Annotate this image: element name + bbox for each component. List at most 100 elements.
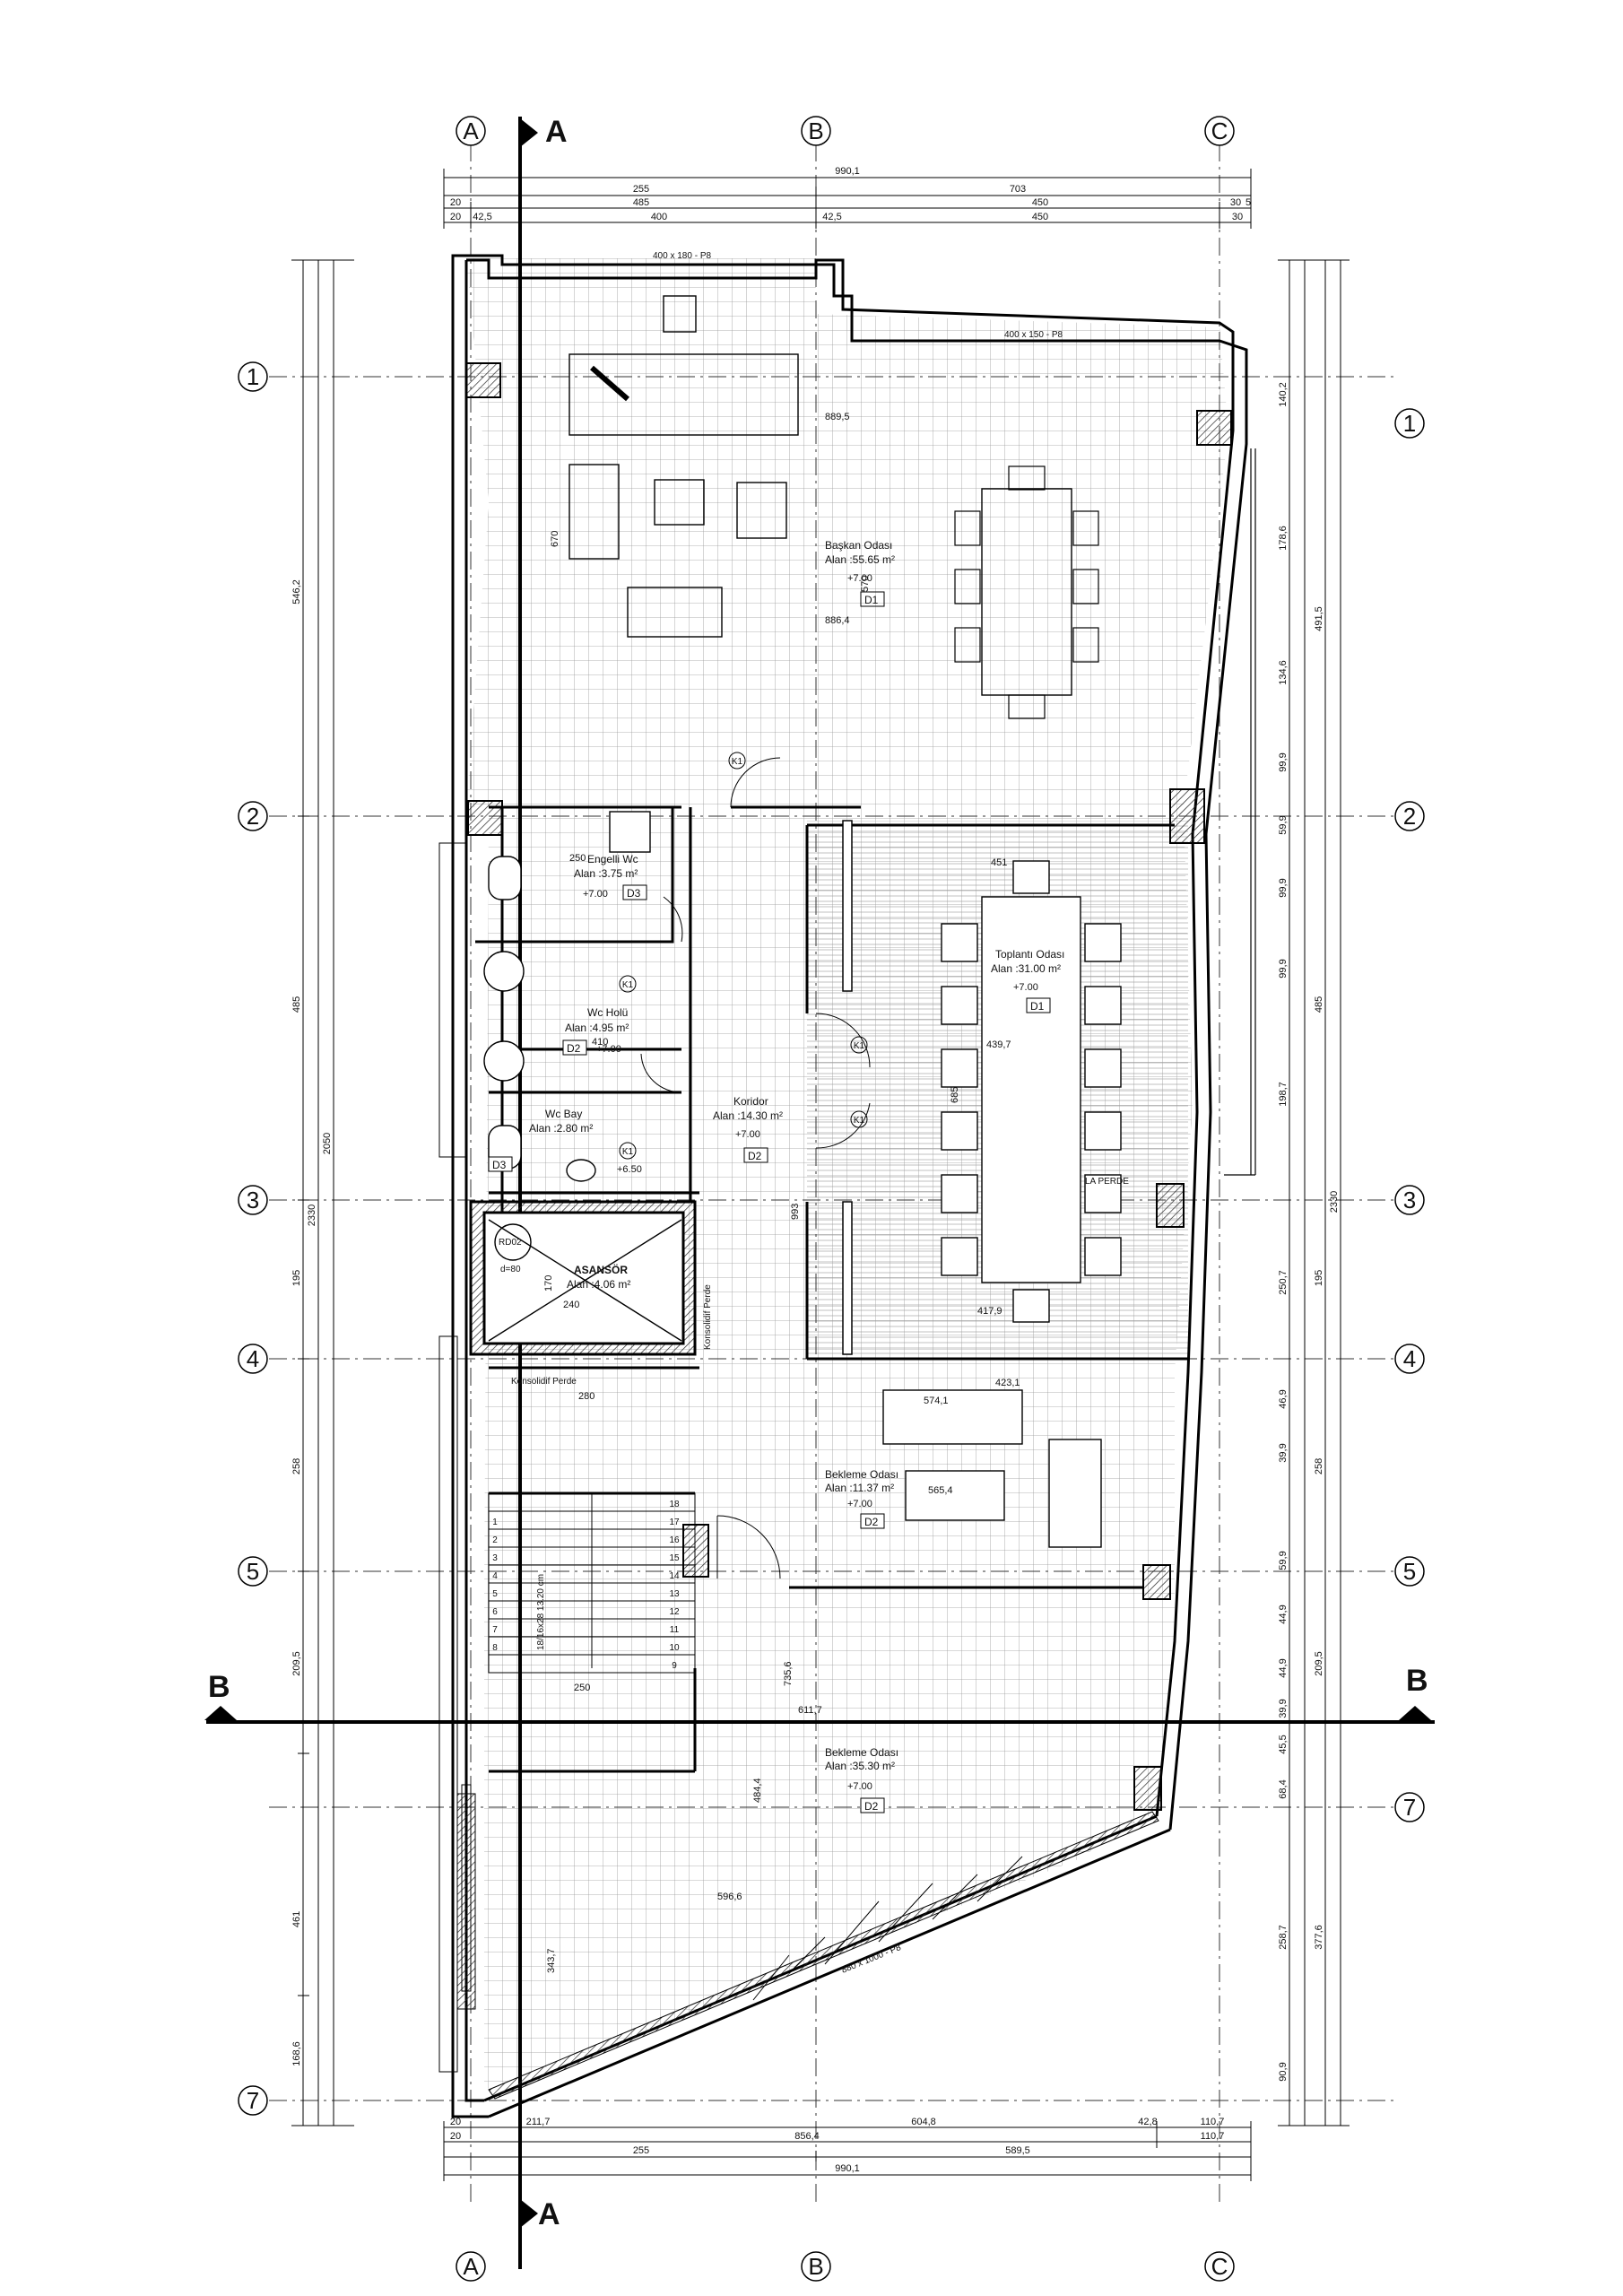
dim-top-r3-2: 450 [1032,197,1048,208]
idim-elev-h: 170 [543,1275,554,1292]
top-dimension-texts: 990,1 255 703 20 485 450 30 5 20 42,5 40… [450,166,1251,222]
stair-note: 18/16x28 13.20 cm [536,1574,546,1650]
dim-bot-r1-0: 20 [450,2117,461,2127]
left-facade-windows [438,842,476,2073]
stair-num-1: 1 [492,1518,498,1527]
sofa [627,587,723,638]
idim-wc-w: 250 [569,853,586,864]
stair-num-17: 17 [669,1518,680,1527]
inner-dimension-texts: 889,5 886,4 670 570 451 439,7 417,9 685 … [543,412,1020,1973]
room-wcholu-level: +7.00 [596,1044,621,1055]
axis-4-right: 4 [1403,1345,1416,1372]
dim-top-r3-3: 30 [1230,197,1241,208]
armchair-right [736,482,787,539]
left-dimension-texts: 546,2 485 195 258 209,5 461 168,6 2330 2… [291,579,333,2066]
dim-bot-r1-4: 110,7 [1201,2117,1225,2127]
columns [465,362,1232,1811]
sink-1 [483,951,525,992]
axis-a-bottom: A [463,2253,479,2280]
idim-meeting-top: 451 [991,857,1007,868]
room-koridor: Koridor Alan :14.30 m² +7.00 D2 [713,1095,783,1163]
dim-top-r3-0: 20 [450,197,461,208]
dim-right-5: 377,6 [1314,1925,1324,1950]
stair-num-7: 7 [492,1625,498,1635]
room-bekleme2-tag: D2 [864,1800,879,1813]
idim-elev-w: 240 [563,1300,579,1310]
bottom-dimension-texts: 20 211,7 604,8 42,8 110,7 20 856,4 110,7… [450,2117,1224,2174]
dim-right-inner-3: 99,9 [1278,752,1289,771]
toilet-engelli [488,856,522,900]
bottom-dimensions [443,2121,1252,2181]
room-wcholu-name: Wc Holü [587,1006,628,1019]
room-bekleme2-level: +7.00 [847,1781,872,1792]
axis-3-left: 3 [247,1187,259,1213]
idim-meeting-w: 439,7 [986,1039,1011,1050]
axis-1-left: 1 [247,363,259,390]
room-wcholu-tag: D2 [567,1042,581,1055]
dim-bot-r1-2: 604,8 [911,2117,936,2127]
dim-left-inner: 2050 [322,1133,333,1154]
wc-cabinet [609,811,651,853]
dim-top-r4-0: 20 [450,212,461,222]
dim-left-2: 195 [291,1270,302,1286]
dim-right-inner-7: 198,7 [1278,1082,1289,1107]
idim-meeting-bottom: 417,9 [977,1306,1002,1317]
room-baskan-level: +7.00 [847,573,872,584]
idim-stair-h: 280 [578,1391,595,1402]
stair-num-10: 10 [669,1643,680,1653]
idim-corridor-h: 993 [790,1204,801,1220]
room-bekleme1-area: Alan :11.37 m² [825,1482,894,1494]
dim-bot-r3-1: 589,5 [1005,2145,1030,2156]
room-toplanti: Toplantı Odası Alan :31.00 m² +7.00 D1 [991,948,1064,1013]
section-a-label-top: A [545,115,568,149]
section-b-label-left: B [208,1670,230,1704]
stair-num-15: 15 [669,1553,680,1563]
room-bekleme-large: Bekleme Odası Alan :35.30 m² +7.00 D2 [825,1746,898,1813]
waiting-sofa [882,1389,1023,1445]
dim-top-r4-2: 400 [651,212,667,222]
room-asansor: ASANSÖR Alan :4.06 m² RD02 d=80 [499,1238,630,1291]
room-wcbay-area: Alan :2.80 m² [529,1122,593,1135]
idim-meeting-h: 685 [950,1087,960,1103]
idim-lower-w2: 596,6 [717,1892,742,1902]
dim-right-3: 258 [1314,1458,1324,1474]
dim-left-1: 485 [291,996,302,1013]
dim-right-0: 491,5 [1314,606,1324,631]
room-wcholu-area: Alan :4.95 m² [565,1022,629,1034]
idim-baskan-h2: 570 [860,576,871,592]
section-a-label-bottom: A [538,2197,560,2231]
room-bekleme1-tag: D2 [864,1516,879,1528]
stair-num-14: 14 [669,1571,680,1581]
meeting-furniture [941,860,1122,1323]
dim-right-inner-15: 45,5 [1278,1735,1289,1753]
axis-bubble-labels: A B C A B C 1 2 3 4 5 7 1 2 3 4 5 7 [247,117,1416,2280]
dim-top-r3-1: 485 [633,197,649,208]
dim-top-r4-1: 42,5 [473,212,491,222]
door-tag-labels: K1 K1 K1 K1 K1 [622,757,865,1157]
axis-c-bottom: C [1211,2253,1228,2280]
room-engelli-area: Alan :3.75 m² [574,867,638,880]
room-wc-bay: Wc Bay Alan :2.80 m² D3 +6.50 [488,1108,642,1175]
stair-num-3: 3 [492,1553,498,1563]
room-bekleme-small: Bekleme Odası Alan :11.37 m² +7.00 D2 [825,1468,898,1529]
dim-right-inner-6: 99,9 [1278,959,1289,978]
room-toplanti-name: Toplantı Odası [995,948,1064,961]
door-swings [640,757,871,1579]
idim-baskan-h1: 670 [550,531,560,547]
coffee-table [654,479,705,526]
dim-bot-r3-0: 255 [633,2145,649,2156]
room-bekleme1-name: Bekleme Odası [825,1468,898,1481]
door-tag-3: K1 [854,1041,865,1051]
dim-right-inner-11: 59,9 [1278,1551,1289,1570]
room-engelli-level: +7.00 [583,889,608,900]
room-engelli-tag: D3 [627,887,641,900]
dim-left-5: 461 [291,1911,302,1927]
door-tag-4: K1 [854,1116,865,1126]
dim-right-4: 209,5 [1314,1651,1324,1676]
dim-right-inner-0: 140,2 [1278,382,1289,407]
idim-corridor-h2: 735,6 [783,1661,794,1686]
top-dimensions [443,169,1252,229]
dim-top-total: 990,1 [835,166,860,177]
dim-right-inner-18: 90,9 [1278,2062,1289,2081]
